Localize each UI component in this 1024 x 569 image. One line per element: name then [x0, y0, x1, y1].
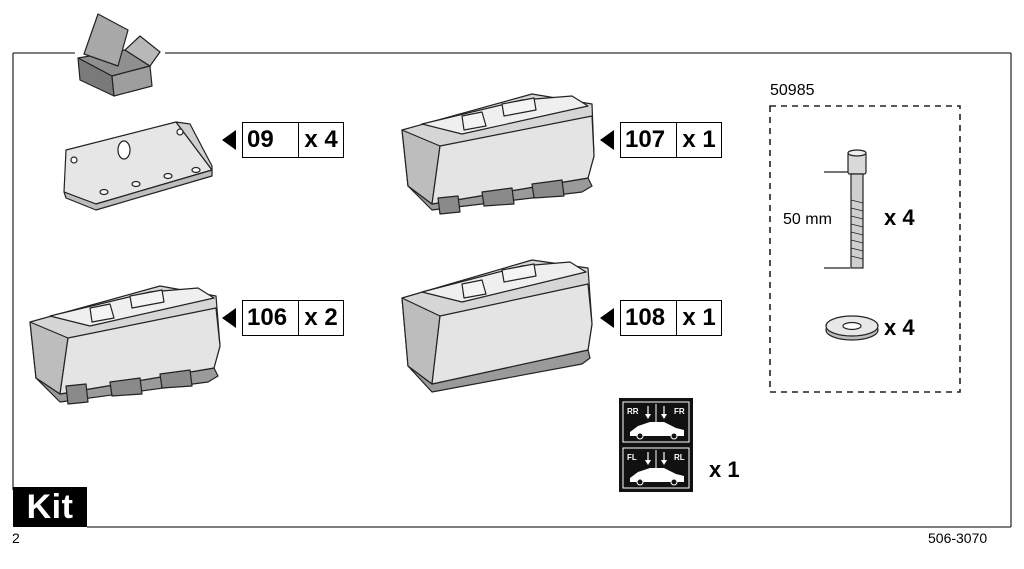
document-code: 506-3070 — [928, 530, 988, 546]
bolt-icon — [824, 149, 867, 269]
part-code: 107 — [621, 123, 677, 157]
sticker-label-bottom-left: FL — [627, 453, 637, 462]
washer-icon — [825, 315, 879, 341]
hardware-bag-outline — [769, 105, 961, 393]
part-quantity: x 4 — [304, 126, 338, 153]
washer-quantity: x 4 — [884, 315, 915, 340]
foot-pad-icon — [401, 93, 595, 215]
pointer-arrow-icon — [222, 130, 236, 150]
pointer-arrow-icon — [600, 308, 614, 328]
foot-pad-icon — [401, 259, 593, 393]
part-label-107: 107 x 1 — [600, 122, 722, 158]
sticker-label-bottom-right: RL — [674, 453, 685, 462]
page-number: 2 — [12, 530, 20, 546]
part-quantity: x 1 — [682, 126, 716, 153]
part-code: 106 — [243, 301, 299, 335]
part-code: 09 — [243, 123, 299, 157]
bolt-length: 50 mm — [783, 211, 832, 228]
package-box-icon — [77, 13, 161, 97]
part-label-106: 106 x 2 — [222, 300, 344, 336]
part-quantity: x 1 — [682, 304, 716, 331]
car-position-sticker-icon: RR FR FL RL — [619, 398, 693, 492]
part-label-09: 09 x 4 — [222, 122, 344, 158]
sticker-label-top-right: FR — [674, 407, 685, 416]
kit-badge: Kit — [13, 487, 87, 527]
sticker-label-top-left: RR — [627, 407, 639, 416]
foot-pad-icon — [29, 285, 221, 405]
part-label-108: 108 x 1 — [600, 300, 722, 336]
pointer-arrow-icon — [600, 130, 614, 150]
sticker-quantity: x 1 — [709, 457, 740, 482]
page-frame — [12, 52, 1012, 528]
part-code: 108 — [621, 301, 677, 335]
bolt-quantity: x 4 — [884, 205, 915, 230]
part-quantity: x 2 — [304, 304, 338, 331]
mounting-bracket-icon — [63, 121, 213, 211]
hardware-bag-code: 50985 — [770, 82, 815, 99]
pointer-arrow-icon — [222, 308, 236, 328]
